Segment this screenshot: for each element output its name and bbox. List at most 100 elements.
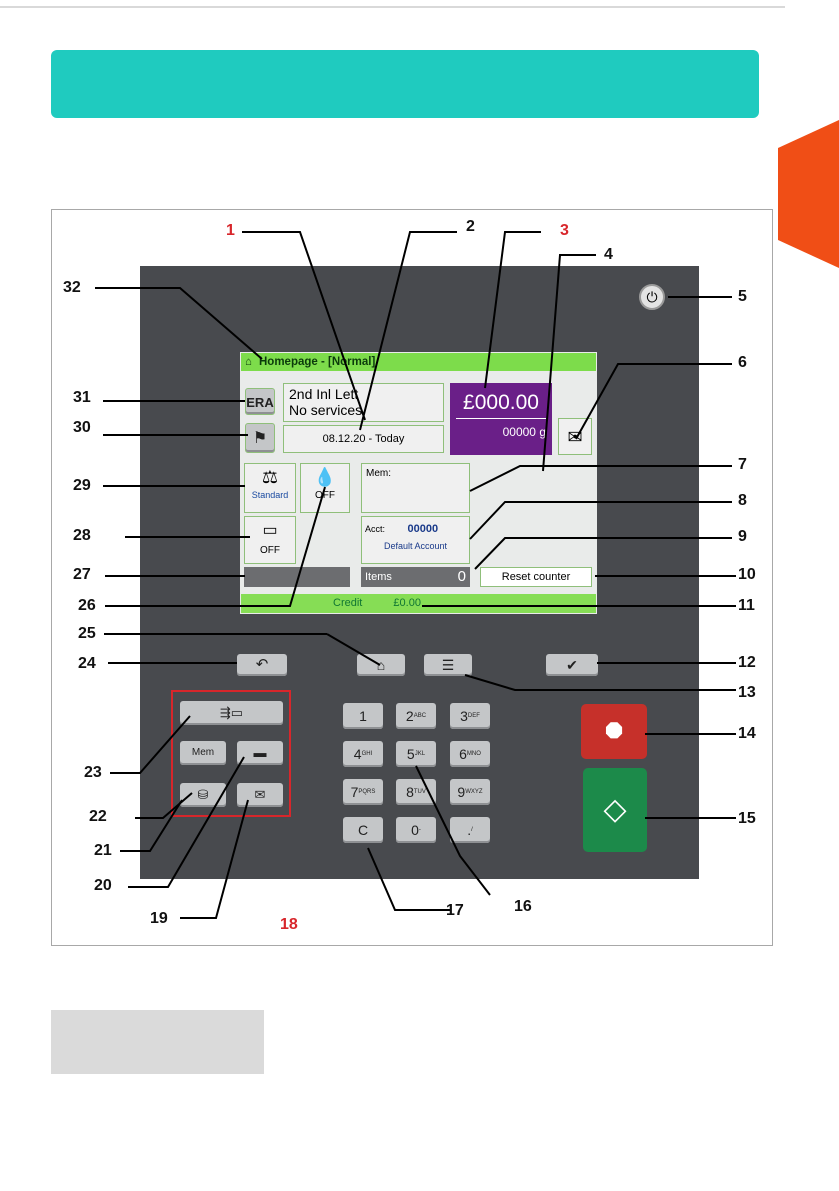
keypad-key[interactable]: ./	[450, 817, 490, 843]
ok-key[interactable]: ✔	[546, 654, 598, 676]
mem-key-label: Mem	[191, 747, 215, 758]
date-button[interactable]: 08.12.20 - Today	[283, 425, 444, 453]
keypad-key[interactable]: 0-	[396, 817, 436, 843]
stop-icon: ⯃	[605, 719, 623, 744]
account-button[interactable]: Acct: 00000 Default Account	[361, 516, 470, 564]
section-banner	[51, 50, 759, 118]
mailbox-key[interactable]: ✉	[237, 783, 283, 807]
keypad-key-main: 4	[353, 746, 362, 762]
weight-value: 00000 g	[502, 425, 546, 439]
keypad-key-main: 8	[406, 784, 414, 800]
card-key[interactable]: ▬	[237, 741, 283, 765]
callout-23: 23	[84, 764, 102, 781]
envelope-icon: ✉	[567, 427, 583, 447]
home-icon: ⌂	[245, 356, 252, 368]
keypad-key-main: C	[357, 822, 369, 838]
callout-3: 3	[560, 222, 569, 239]
keypad-key[interactable]: 1	[343, 703, 383, 729]
feed-key[interactable]: ⇶▭	[180, 701, 283, 725]
callout-15: 15	[738, 810, 756, 827]
tape-button[interactable]: ▭ OFF	[244, 516, 296, 564]
keypad-key-sub: ABC	[413, 713, 427, 719]
keypad-key[interactable]: 6MNO	[450, 741, 490, 767]
rate-selector[interactable]: 2nd Inl Lett No services	[283, 383, 444, 422]
callout-1: 1	[226, 222, 235, 239]
ink-button[interactable]: 💧 OFF	[300, 463, 350, 513]
callout-5: 5	[738, 288, 747, 305]
mem-key[interactable]: Mem	[180, 741, 226, 765]
credit-label: Credit	[333, 597, 363, 609]
back-arrow-icon: ↶	[255, 656, 269, 673]
flag-icon: ⚑	[252, 430, 268, 447]
envelope-button[interactable]: ✉	[558, 418, 592, 455]
rate-line1: 2nd Inl Lett	[289, 386, 359, 402]
callout-7: 7	[738, 456, 747, 473]
reset-counter-label: Reset counter	[501, 571, 571, 583]
callout-13: 13	[738, 684, 756, 701]
callout-2: 2	[466, 218, 475, 235]
scale-button[interactable]: ⚖ Standard	[244, 463, 296, 513]
keypad-key-sub: PQRS	[358, 789, 376, 795]
power-icon: ⏻	[646, 289, 658, 305]
callout-9: 9	[738, 528, 747, 545]
keypad-key-main: 1	[359, 708, 367, 724]
list-icon: ☰	[441, 657, 455, 673]
callout-18: 18	[280, 916, 298, 933]
keypad-key-sub: /	[471, 827, 473, 833]
keypad-key-sub: MNO	[466, 751, 481, 757]
items-counter: Items 0	[361, 567, 470, 587]
callout-4: 4	[604, 246, 613, 263]
coins-key[interactable]: ⛁	[180, 783, 226, 807]
callout-11: 11	[738, 597, 755, 614]
menu-key[interactable]: ☰	[424, 654, 472, 676]
postage-amount: £000.00	[463, 391, 539, 414]
callout-6: 6	[738, 354, 747, 371]
chapter-tab	[778, 120, 839, 268]
postage-display[interactable]: £000.00 00000 g	[450, 383, 552, 455]
home-icon: ⌂	[376, 657, 386, 673]
start-icon: ◇	[603, 793, 627, 826]
keypad-key[interactable]: 9WXYZ	[450, 779, 490, 805]
scale-icon: ⚖	[261, 467, 279, 487]
callout-25: 25	[78, 625, 96, 642]
keypad-key[interactable]: 7PQRS	[343, 779, 383, 805]
keypad-key[interactable]: 5JKL	[396, 741, 436, 767]
note-label-box	[51, 1010, 264, 1074]
callout-10: 10	[738, 566, 756, 583]
callout-29: 29	[73, 477, 91, 494]
keypad-key-sub: TUV	[413, 789, 426, 795]
back-key[interactable]: ↶	[237, 654, 287, 676]
account-number: 00000	[407, 523, 439, 535]
keypad-key[interactable]: 2ABC	[396, 703, 436, 729]
callout-8: 8	[738, 492, 747, 509]
stop-key[interactable]: ⯃	[581, 704, 647, 759]
keypad-key[interactable]: C	[343, 817, 383, 843]
keypad-key-main: 9	[457, 784, 466, 800]
keypad-key[interactable]: 3DEF	[450, 703, 490, 729]
rate-line2: No services	[289, 402, 363, 418]
flag-button[interactable]: ⚑	[245, 423, 275, 453]
callout-12: 12	[738, 654, 756, 671]
keypad-key-sub: DEF	[467, 713, 480, 719]
callout-28: 28	[73, 527, 91, 544]
era-button[interactable]: ERA	[245, 388, 275, 415]
keypad-key-sub: GHI	[361, 751, 373, 757]
memory-label: Mem:	[366, 468, 391, 479]
power-button[interactable]: ⏻	[639, 284, 665, 310]
callout-31: 31	[73, 389, 91, 406]
account-name: Default Account	[383, 541, 448, 551]
keypad-key[interactable]: 4GHI	[343, 741, 383, 767]
callout-24: 24	[78, 655, 96, 672]
era-label: ERA	[246, 395, 274, 410]
blank-field	[244, 567, 350, 587]
scale-mode-label: Standard	[251, 490, 289, 500]
memory-button[interactable]: Mem:	[361, 463, 470, 513]
callout-30: 30	[73, 419, 91, 436]
reset-counter-button[interactable]: Reset counter	[480, 567, 592, 587]
keypad-key-main: 0	[411, 822, 419, 838]
keypad-key-main: 2	[405, 708, 414, 724]
start-key[interactable]: ◇	[583, 768, 647, 852]
account-label: Acct:	[365, 524, 386, 534]
feed-icon: ⇶▭	[219, 705, 244, 720]
